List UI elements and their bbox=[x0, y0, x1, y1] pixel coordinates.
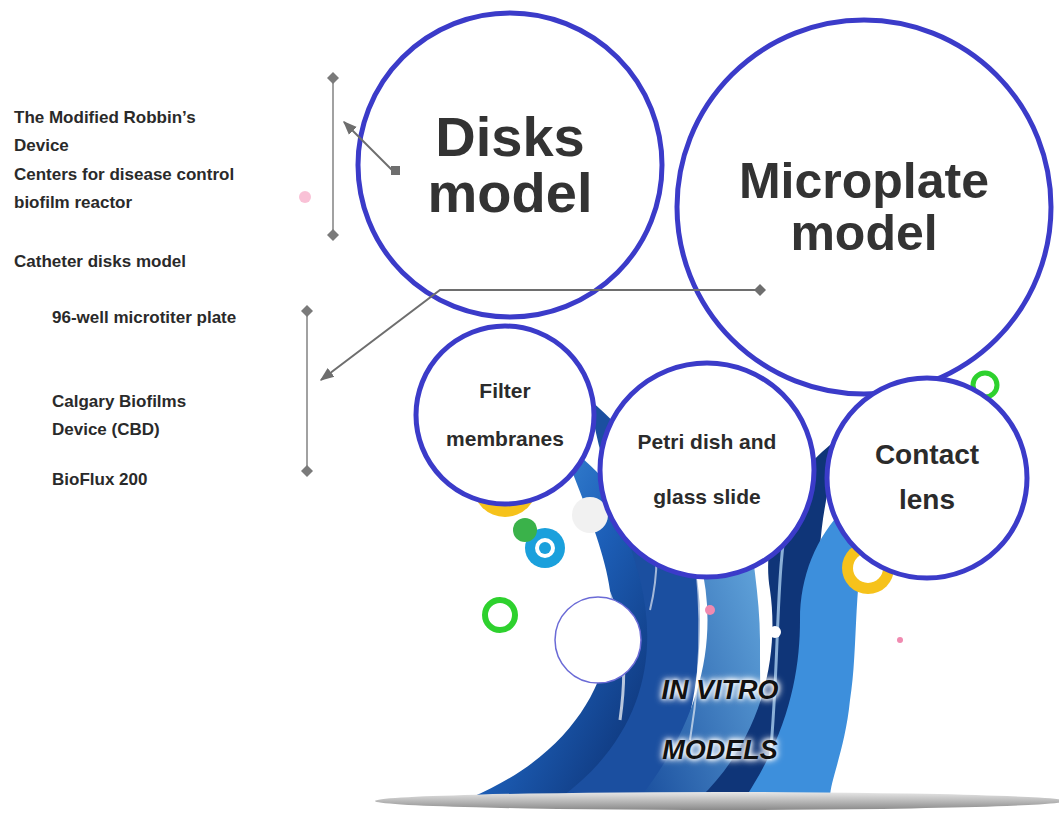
circle-border bbox=[827, 378, 1027, 578]
model-item: Catheter disks model bbox=[14, 248, 276, 276]
circle-node: Filter membranes bbox=[413, 323, 597, 507]
base-plate bbox=[375, 792, 1059, 810]
pink-dot bbox=[897, 637, 903, 643]
leader-square bbox=[391, 166, 400, 175]
node-label: Contact lens bbox=[857, 433, 997, 523]
node-label: Petri dish and glass slide bbox=[627, 415, 787, 524]
node-label: Disks model bbox=[390, 109, 630, 221]
circle-border bbox=[600, 363, 814, 577]
model-item: 96-well microtiter plate bbox=[52, 304, 237, 332]
leader-diamond bbox=[754, 284, 766, 296]
blue-ring bbox=[535, 538, 555, 558]
pink-dot bbox=[299, 191, 311, 203]
circle-outline bbox=[597, 360, 817, 580]
bracket-line bbox=[332, 80, 334, 233]
circle-border bbox=[416, 326, 594, 504]
circle-border bbox=[677, 20, 1051, 394]
base-title: IN VITRO MODELS bbox=[615, 660, 825, 780]
bracket-diamond bbox=[327, 72, 339, 84]
white-dot bbox=[769, 626, 781, 638]
bracket-diamond bbox=[301, 465, 313, 477]
node-label: Microplate model bbox=[714, 155, 1014, 260]
circle-outline bbox=[413, 323, 597, 507]
model-item: Calgary Biofilms Device (CBD) bbox=[52, 388, 237, 444]
green-ring bbox=[485, 600, 515, 630]
model-item: BioFlux 200 bbox=[52, 466, 237, 494]
circle-node: Disks model bbox=[355, 10, 665, 320]
bracket-line bbox=[306, 313, 308, 469]
bracket-diamond bbox=[327, 229, 339, 241]
model-item: Centers for disease control biofilm reac… bbox=[14, 161, 276, 217]
circle-outline bbox=[824, 375, 1030, 581]
white-bubble bbox=[555, 597, 641, 683]
circle-node: Petri dish and glass slide bbox=[597, 360, 817, 580]
pink-dot bbox=[705, 605, 715, 615]
leader-arrow bbox=[321, 290, 755, 380]
node-label: Filter membranes bbox=[440, 367, 570, 464]
blue-ring bbox=[539, 542, 551, 554]
leader-arrow bbox=[344, 122, 392, 170]
green-bubble bbox=[513, 518, 537, 542]
circle-border bbox=[358, 13, 662, 317]
circle-node: Microplate model bbox=[674, 17, 1054, 397]
bracket-diamond bbox=[301, 305, 313, 317]
model-item: The Modified Robbin’s Device bbox=[14, 104, 219, 160]
circle-node: Contact lens bbox=[824, 375, 1030, 581]
